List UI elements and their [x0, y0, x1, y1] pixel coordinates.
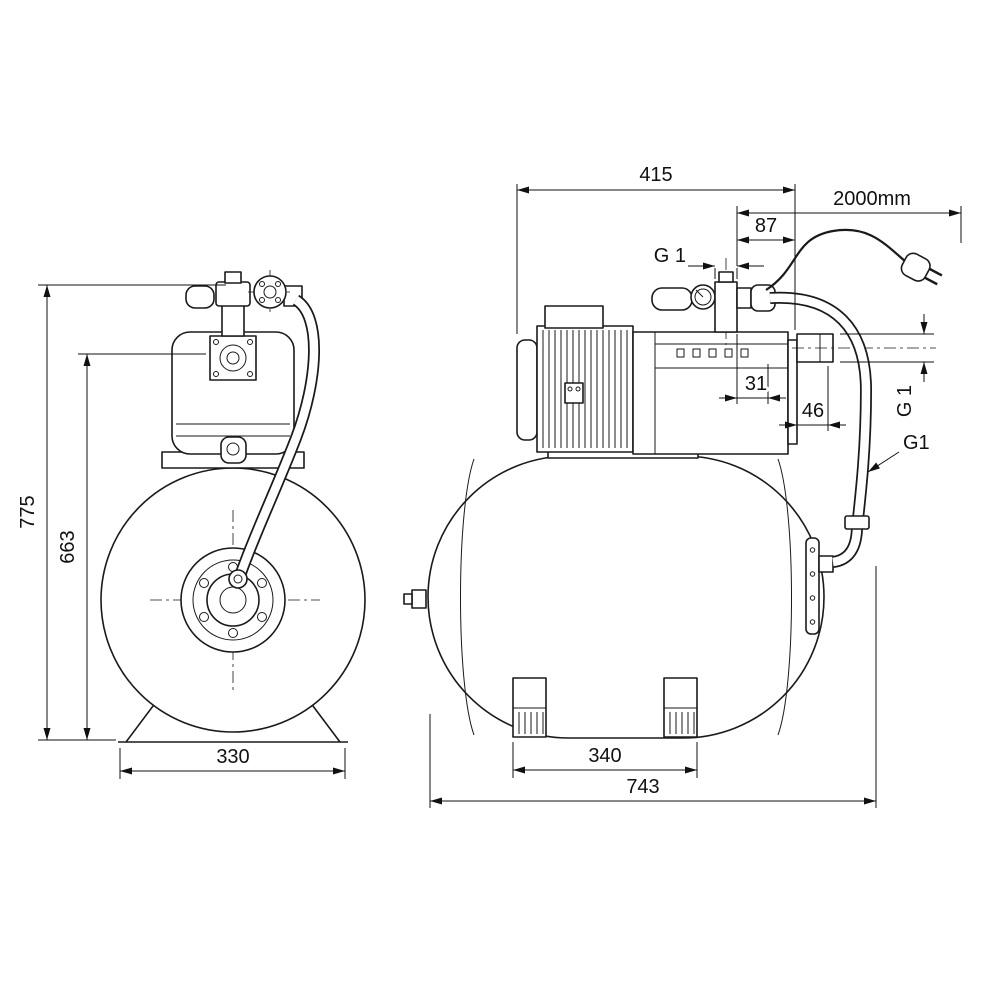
dim-label-g1-side: G 1 — [894, 385, 916, 417]
dim-label-415: 415 — [639, 164, 672, 186]
hose-nut-front — [228, 569, 248, 589]
front-view: 775 663 330 — [15, 270, 366, 779]
dim-overall-height: 775 — [15, 284, 226, 741]
power-cable — [765, 228, 943, 291]
pressure-tank-side — [403, 455, 825, 739]
pump-motor-front — [171, 331, 295, 464]
dim-label-2000mm: 2000mm — [833, 188, 911, 210]
tank-flange-front — [180, 547, 286, 653]
dim-label-g1-top: G 1 — [654, 245, 686, 267]
top-piping-front — [185, 270, 303, 337]
hose-nut-side — [844, 515, 870, 530]
pump-motor-side — [516, 305, 834, 455]
dim-label-g1-elbow: G1 — [903, 432, 930, 454]
dim-base-width: 330 — [119, 744, 346, 779]
dim-label-87: 87 — [755, 215, 777, 237]
tank-feet — [512, 677, 698, 738]
dim-label-46: 46 — [802, 400, 824, 422]
nameplate — [564, 382, 584, 404]
dim-inlet-height: 663 — [55, 353, 206, 740]
flex-hose-side — [769, 291, 873, 568]
dim-label-340: 340 — [588, 745, 621, 767]
dim-feet-spacing: 340 — [512, 742, 698, 778]
pressure-gauge — [690, 284, 716, 310]
dim-label-775: 775 — [17, 495, 39, 528]
dim-top-port: G 1 — [651, 243, 764, 279]
air-valve — [411, 589, 427, 609]
silencer-front — [185, 285, 215, 309]
pump-body-side — [632, 331, 789, 455]
terminal-box — [544, 305, 604, 329]
side-view: 415 2000mm 87 G 1 31 — [403, 162, 962, 808]
pump-head-front — [209, 335, 257, 381]
top-tee-g1 — [714, 281, 738, 333]
dim-side-port: G 1 — [840, 314, 934, 420]
dim-label-330: 330 — [216, 746, 249, 768]
dim-elbow-port: G1 — [867, 430, 932, 473]
dim-87: 87 — [737, 213, 795, 244]
dim-31: 31 — [719, 334, 786, 404]
dim-overall-length: 743 — [429, 566, 877, 808]
dim-label-663: 663 — [57, 530, 79, 563]
clamp-front — [220, 436, 247, 464]
mains-plug — [900, 252, 943, 286]
tank-side-flange — [805, 537, 834, 635]
dim-cable-length: 2000mm — [736, 186, 962, 266]
top-flange-front — [253, 275, 287, 309]
dim-label-743: 743 — [626, 776, 659, 798]
motor-end-cap — [516, 339, 538, 441]
silencer-side — [651, 287, 693, 311]
dim-46: 46 — [779, 366, 846, 431]
dim-label-31: 31 — [745, 373, 767, 395]
flex-hose-front — [228, 294, 321, 589]
dim-pump-length: 415 — [516, 162, 796, 334]
